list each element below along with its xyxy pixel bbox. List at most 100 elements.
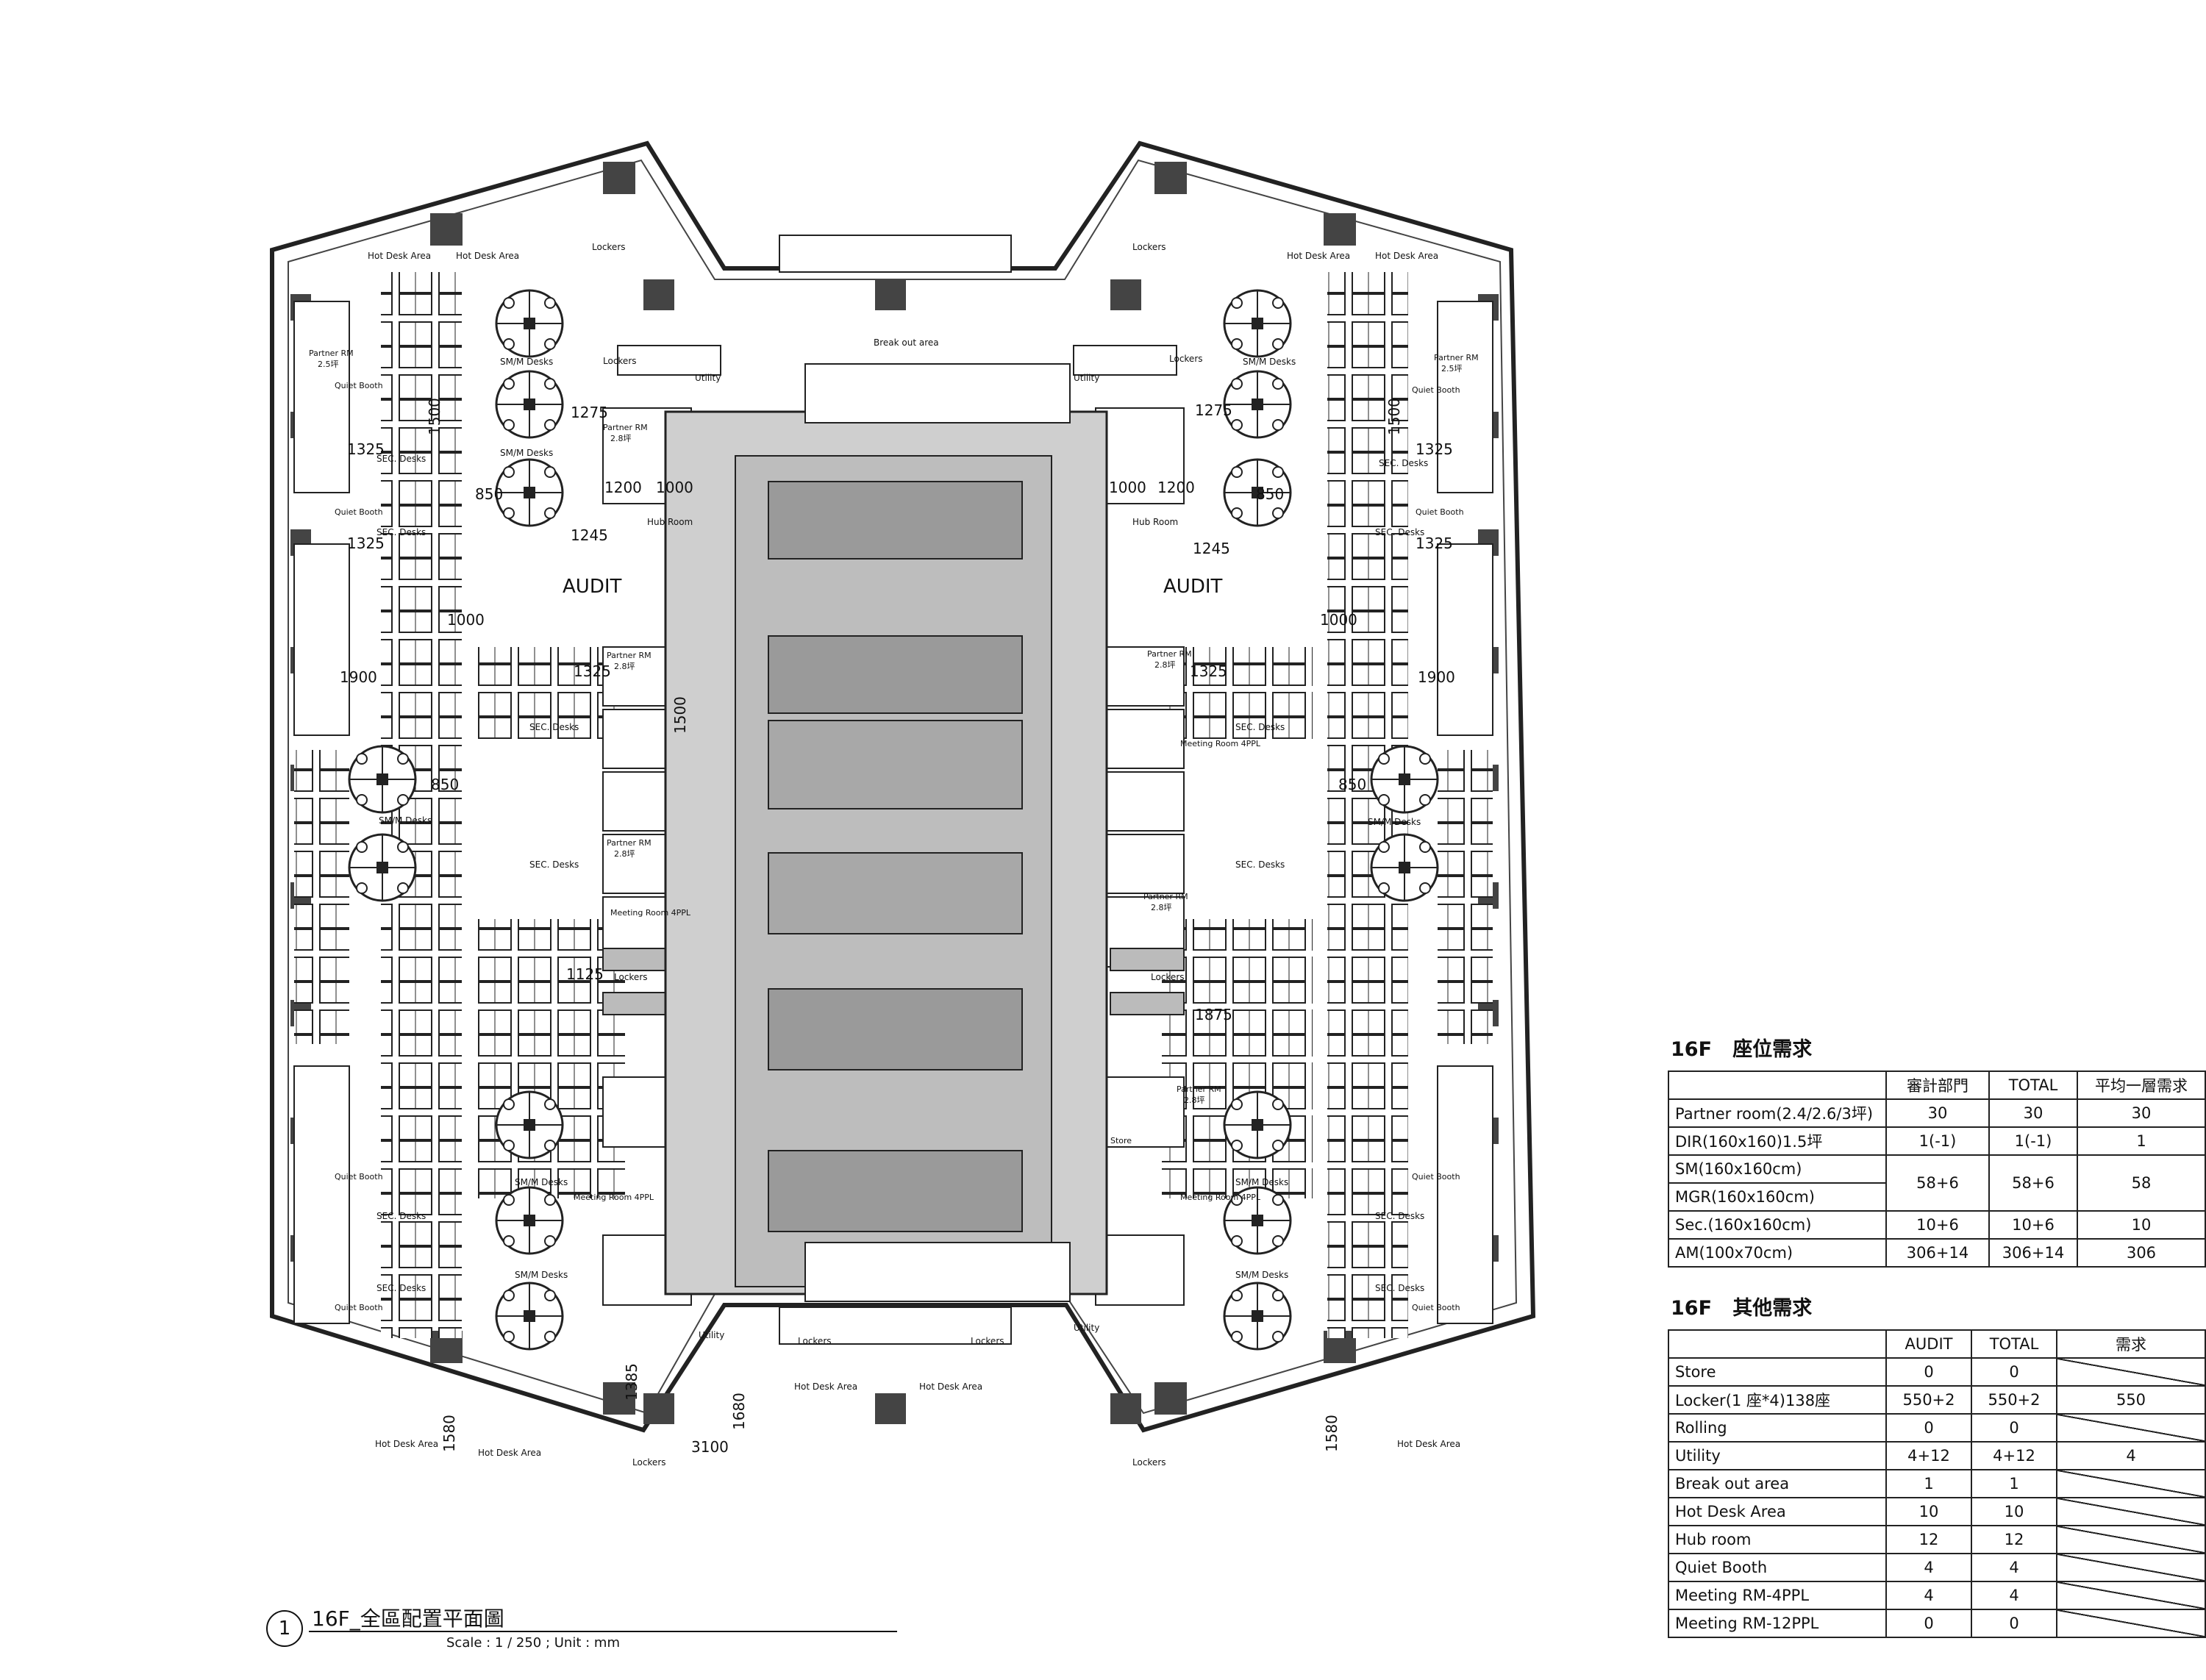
table-row: Break out area 1 1 bbox=[1668, 1469, 2206, 1498]
row-name: Break out area bbox=[1668, 1469, 1887, 1498]
partner-rm-area-7: 2.5坪 bbox=[1441, 364, 1463, 373]
dim-1000-hub-right: 1000 bbox=[1109, 479, 1146, 496]
header-cell bbox=[1668, 1329, 1887, 1359]
dim-1325-right-3: 1325 bbox=[1190, 662, 1227, 680]
row-name: MGR(160x160cm) bbox=[1668, 1182, 1887, 1212]
cell-total: 4+12 bbox=[1971, 1441, 2057, 1470]
dim-1500-left-1: 1500 bbox=[426, 398, 443, 435]
table-row: MGR(160x160cm) bbox=[1668, 1182, 2205, 1212]
dim-850-right-1: 850 bbox=[1256, 485, 1284, 503]
partner-rm-label-3: Partner RM bbox=[607, 838, 652, 848]
cell-audit: 10+6 bbox=[1885, 1210, 1990, 1240]
quiet-booth-label-3: Quiet Booth bbox=[335, 1172, 383, 1182]
audit-label-left: AUDIT bbox=[563, 576, 622, 598]
sm-m-desks-label-2: SM/M Desks bbox=[500, 448, 553, 458]
header-cell: 需求 bbox=[2056, 1329, 2206, 1359]
table-row: Utility 4+12 4+12 4 bbox=[1668, 1441, 2206, 1470]
meeting-room-label-4: Meeting Room 4PPL bbox=[1180, 1193, 1261, 1202]
drawing-scale: Scale : 1 / 250 ; Unit : mm bbox=[446, 1635, 620, 1651]
dim-1245-right: 1245 bbox=[1193, 540, 1230, 557]
header-cell: TOTAL bbox=[1971, 1329, 2057, 1359]
sm-m-desks-label-8: SM/M Desks bbox=[1235, 1177, 1288, 1187]
table-row: Locker(1 座*4)138座 550+2 550+2 550 bbox=[1668, 1385, 2206, 1415]
cell-audit: 10 bbox=[1885, 1497, 1972, 1526]
cell-total: 10 bbox=[1971, 1497, 2057, 1526]
table-row: Rolling 0 0 bbox=[1668, 1413, 2206, 1443]
plan-labels: AUDIT AUDIT Break out area Hot Desk Area… bbox=[309, 242, 1479, 1468]
lockers-label-4: Lockers bbox=[1169, 354, 1203, 364]
partner-rm-label-5: Partner RM bbox=[1143, 892, 1188, 901]
header-cell bbox=[1668, 1070, 1887, 1100]
sec-desks-label-2: SEC. Desks bbox=[376, 527, 426, 537]
sec-desks-label-8: SEC. Desks bbox=[1375, 527, 1424, 537]
table-row: Meeting RM-12PPL 0 0 bbox=[1668, 1609, 2206, 1638]
lockers-label-9: Lockers bbox=[632, 1457, 666, 1468]
cell-avg: 58 bbox=[2077, 1154, 2206, 1212]
cell-need-empty bbox=[2056, 1497, 2206, 1526]
seat-table-title: 16F 座位需求 bbox=[1671, 1038, 1813, 1061]
dim-1275-left: 1275 bbox=[571, 404, 608, 421]
caption-underline bbox=[309, 1631, 897, 1632]
dim-1680: 1680 bbox=[730, 1393, 748, 1430]
cell-total: 0 bbox=[1971, 1357, 2057, 1387]
other-requirements-table: AUDIT TOTAL 需求 Store 0 0 Locker(1 座*4)13… bbox=[1668, 1329, 2206, 1638]
table-row: AM(100x70cm) 306+14 306+14 306 bbox=[1668, 1238, 2206, 1268]
cell-total: 30 bbox=[1988, 1098, 2078, 1128]
cell-audit: 550+2 bbox=[1885, 1385, 1972, 1415]
hot-desk-label-tl2: Hot Desk Area bbox=[456, 251, 519, 261]
row-name: Meeting RM-12PPL bbox=[1668, 1609, 1887, 1638]
cell-avg: 1 bbox=[2077, 1126, 2206, 1156]
sec-desks-label-1: SEC. Desks bbox=[376, 454, 426, 464]
partner-rm-area-1: 2.8坪 bbox=[610, 434, 632, 443]
other-table-title: 16F 其他需求 bbox=[1671, 1297, 1813, 1320]
other-requirements-block: 16F 其他需求 AUDIT TOTAL 需求 Store 0 0 Locker… bbox=[1668, 1292, 2206, 1638]
quiet-booth-label-6: Quiet Booth bbox=[1416, 507, 1464, 517]
sm-m-desks-label-5: SM/M Desks bbox=[515, 1270, 568, 1280]
cell-audit: 12 bbox=[1885, 1525, 1972, 1554]
partner-rm-label-6: Partner RM bbox=[309, 348, 354, 358]
dim-1900-right: 1900 bbox=[1418, 668, 1455, 686]
partner-rm-area-2: 2.8坪 bbox=[614, 662, 635, 671]
row-name: Partner room(2.4/2.6/3坪) bbox=[1668, 1098, 1887, 1128]
sm-m-desks-label-4: SM/M Desks bbox=[515, 1177, 568, 1187]
cell-audit: 4+12 bbox=[1885, 1441, 1972, 1470]
quiet-booth-label-1: Quiet Booth bbox=[335, 381, 383, 390]
dim-1325-right-1: 1325 bbox=[1416, 440, 1453, 458]
sm-m-desks-label-1: SM/M Desks bbox=[500, 357, 553, 367]
row-name: DIR(160x160)1.5坪 bbox=[1668, 1126, 1887, 1156]
seat-requirements-block: 16F 座位需求 審計部門 TOTAL 平均一層需求 Partner room(… bbox=[1668, 1033, 2206, 1268]
cell-need-empty bbox=[2056, 1525, 2206, 1554]
dim-1500-left-2: 1500 bbox=[671, 696, 689, 734]
audit-label-right: AUDIT bbox=[1163, 576, 1223, 598]
sec-desks-label-9: SEC. Desks bbox=[1235, 722, 1285, 732]
partner-rm-area-3: 2.8坪 bbox=[614, 849, 635, 859]
dim-850-right-2: 850 bbox=[1338, 776, 1366, 793]
dim-1325-left-2: 1325 bbox=[347, 535, 385, 552]
quiet-booth-label-5: Quiet Booth bbox=[1412, 385, 1460, 395]
sm-m-desks-label-6: SM/M Desks bbox=[1243, 357, 1296, 367]
utility-label-1: Utility bbox=[695, 373, 721, 383]
cell-total: 0 bbox=[1971, 1609, 2057, 1638]
table-row: Meeting RM-4PPL 4 4 bbox=[1668, 1581, 2206, 1610]
hub-room-label-right: Hub Room bbox=[1132, 517, 1178, 527]
row-name: Utility bbox=[1668, 1441, 1887, 1470]
cell-audit: 4 bbox=[1885, 1581, 1972, 1610]
table-header-row: 審計部門 TOTAL 平均一層需求 bbox=[1668, 1070, 2206, 1100]
cell-audit: 0 bbox=[1885, 1357, 1972, 1387]
cell-total: 0 bbox=[1971, 1413, 2057, 1443]
hot-desk-label-tr: Hot Desk Area bbox=[1287, 251, 1350, 261]
row-name: Store bbox=[1668, 1357, 1887, 1387]
dim-1325-left-1: 1325 bbox=[347, 440, 385, 458]
cell-audit: 306+14 bbox=[1885, 1238, 1990, 1268]
partner-rm-label-4: Partner RM bbox=[1147, 649, 1192, 659]
row-name: AM(100x70cm) bbox=[1668, 1238, 1887, 1268]
sec-desks-label-3: SEC. Desks bbox=[529, 722, 579, 732]
row-name: Hub room bbox=[1668, 1525, 1887, 1554]
lockers-label-7: Lockers bbox=[798, 1336, 832, 1346]
dim-1580-left: 1580 bbox=[440, 1415, 458, 1452]
quiet-booth-label-8: Quiet Booth bbox=[1412, 1303, 1460, 1312]
cell-total: 1 bbox=[1971, 1469, 2057, 1498]
cell-need-empty bbox=[2056, 1553, 2206, 1582]
cell-audit: 1 bbox=[1885, 1469, 1972, 1498]
cell-audit: 0 bbox=[1885, 1609, 1972, 1638]
